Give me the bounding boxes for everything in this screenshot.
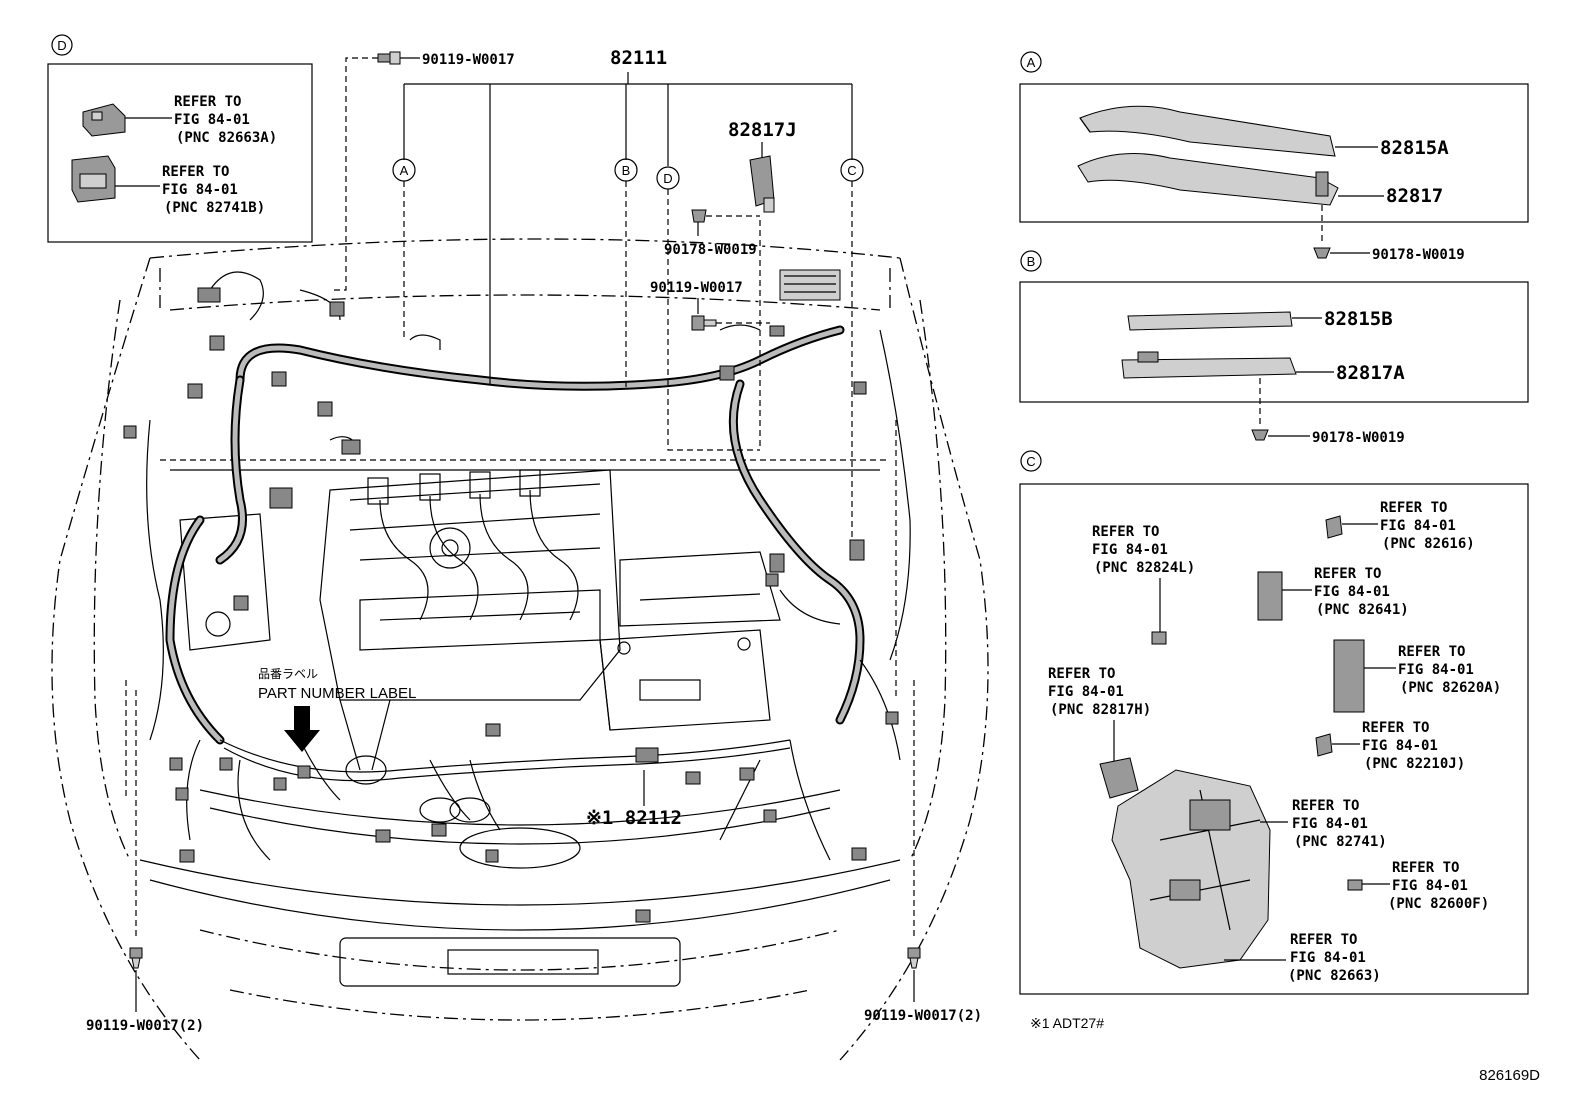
clip-bolt-icon: [1313, 247, 1331, 259]
clip-bolt-icon: [1251, 429, 1269, 441]
box-c-ref-82817h-l2: FIG 84-01: [1048, 684, 1124, 700]
engine-bay-drawing: 品番ラベル PART NUMBER LABEL: [51, 238, 989, 1061]
box-c-ref-82600f-l3: (PNC 82600F): [1388, 896, 1489, 912]
callout-a: A: [400, 163, 409, 178]
callout-letter-c: C: [1026, 454, 1035, 469]
box-d-ref1-line1: REFER TO: [174, 94, 241, 110]
bolt-90178-box-a: 90178-W0019: [1372, 247, 1465, 263]
box-d-frame: [47, 63, 313, 243]
box-c-ref-82600f-l2: FIG 84-01: [1392, 878, 1468, 894]
box-d-ref1-line2: FIG 84-01: [174, 112, 250, 128]
main-callouts: 82111 A B D C 90119-W0017 82817J: [86, 47, 982, 1034]
box-c-ref-82616-l3: (PNC 82616): [1382, 536, 1475, 552]
connector-82663a-icon: [82, 103, 126, 137]
inset-box-d: D REFER TO FIG 84-01 (PNC 82663A) REFER …: [47, 34, 313, 243]
connector-82741b-icon: [71, 155, 116, 203]
box-c-ref-82824l-l2: FIG 84-01: [1092, 542, 1168, 558]
harness-protector-82815a-icon: [1079, 105, 1336, 157]
bolt-90119-mid: 90119-W0017: [650, 280, 743, 296]
box-d-ref2-line1: REFER TO: [162, 164, 229, 180]
relay-82616-icon: [1325, 515, 1343, 539]
box-d-ref2-line2: FIG 84-01: [162, 182, 238, 198]
part-82817a: 82817A: [1336, 362, 1405, 384]
box-c-frame: [1019, 483, 1529, 995]
callout-letter-a: A: [1027, 55, 1036, 70]
callout-circle-d: [51, 34, 73, 56]
part-number-label-jp: 品番ラベル: [258, 667, 318, 681]
part-82815b: 82815B: [1324, 308, 1393, 330]
box-a-frame: [1019, 83, 1529, 223]
callout-d: D: [663, 171, 672, 186]
box-c-ref-82616-l2: FIG 84-01: [1380, 518, 1456, 534]
bolt-icon: [907, 947, 921, 969]
bolt-icon: [129, 947, 143, 969]
box-b-frame: [1019, 281, 1529, 403]
box-d-ref1-line3: (PNC 82663A): [176, 130, 277, 146]
box-c-ref-82210j-l2: FIG 84-01: [1362, 738, 1438, 754]
box-c-ref-82817h-l3: (PNC 82817H): [1050, 702, 1151, 718]
box-c-ref-82641-l1: REFER TO: [1314, 566, 1381, 582]
harness-protector-82815b-icon: [1127, 311, 1293, 331]
relay-82600f-icon: [1347, 879, 1363, 891]
box-c-ref-82210j-l1: REFER TO: [1362, 720, 1429, 736]
box-c-ref-82741-l2: FIG 84-01: [1292, 816, 1368, 832]
relay-block-82641-icon: [1257, 571, 1283, 621]
part-number-label-arrow-icon: [284, 706, 320, 752]
callout-b: B: [622, 163, 631, 178]
box-c-ref-82663-l1: REFER TO: [1290, 932, 1357, 948]
box-c-ref-82824l-l3: (PNC 82824L): [1094, 560, 1195, 576]
fusible-link-82620a-icon: [1333, 639, 1365, 713]
inset-box-c: C REFER TO FIG 84-01 (PNC 82616) REFER T…: [1019, 450, 1529, 995]
box-c-ref-82817h-l1: REFER TO: [1048, 666, 1115, 682]
callout-c: C: [847, 163, 856, 178]
inset-box-a: A 82815A 82817 90178-W0019: [1019, 51, 1529, 263]
box-c-ref-82741-l1: REFER TO: [1292, 798, 1359, 814]
part-82817j: 82817J: [728, 119, 797, 141]
part-82111: 82111: [610, 47, 667, 69]
battery-icon: [599, 629, 771, 731]
part-number-label: PART NUMBER LABEL: [258, 685, 416, 702]
connectors: [123, 287, 899, 923]
box-c-ref-82616-l1: REFER TO: [1380, 500, 1447, 516]
intake-runners: [379, 489, 579, 621]
box-c-ref-82663-l2: FIG 84-01: [1290, 950, 1366, 966]
box-c-ref-82641-l3: (PNC 82641): [1316, 602, 1409, 618]
connector-82824l-icon: [1151, 631, 1167, 645]
bolt-icon: [377, 51, 401, 65]
box-c-ref-82620a-l1: REFER TO: [1398, 644, 1465, 660]
part-82815a: 82815A: [1380, 137, 1449, 159]
box-c-ref-82210j-l3: (PNC 82210J): [1364, 756, 1465, 772]
box-c-ref-82600f-l1: REFER TO: [1392, 860, 1459, 876]
callout-letter-b: B: [1027, 254, 1036, 269]
clip-icon: [691, 209, 707, 223]
junction-block-assembly-icon: [1099, 757, 1271, 969]
bolt-90119-top: 90119-W0017: [422, 52, 515, 68]
bolt-90119-right: 90119-W0017(2): [864, 1008, 982, 1024]
harness-protector-82817-icon: [1077, 153, 1339, 206]
box-c-ref-82620a-l2: FIG 84-01: [1398, 662, 1474, 678]
part-82112: ※1 82112: [586, 807, 682, 829]
engine-wire-harness-82111: [165, 325, 865, 745]
bolt-90178-box-b: 90178-W0019: [1312, 430, 1405, 446]
relay-82210j-icon: [1315, 733, 1333, 757]
bolt-90178-mid: 90178-W0019: [664, 242, 757, 258]
box-c-ref-82824l-l1: REFER TO: [1092, 524, 1159, 540]
box-c-ref-82741-l3: (PNC 82741): [1294, 834, 1387, 850]
bolt-icon: [691, 315, 717, 331]
inset-box-b: B 82815B 82817A 90178-W0019: [1019, 250, 1529, 446]
protector-82817j-icon: [749, 155, 775, 213]
box-c-ref-82663-l3: (PNC 82663): [1288, 968, 1381, 984]
box-c-ref-82641-l2: FIG 84-01: [1314, 584, 1390, 600]
bolt-90119-left: 90119-W0017(2): [86, 1018, 204, 1034]
footnote: ※1 ADT27#: [1030, 1015, 1104, 1031]
box-c-ref-82620a-l3: (PNC 82620A): [1400, 680, 1501, 696]
diagram-code: 826169D: [1479, 1067, 1540, 1084]
callout-letter-d: D: [57, 38, 66, 53]
part-82817: 82817: [1386, 185, 1443, 207]
box-d-ref2-line3: (PNC 82741B): [164, 200, 265, 216]
harness-protector-82817a-icon: [1121, 351, 1297, 379]
